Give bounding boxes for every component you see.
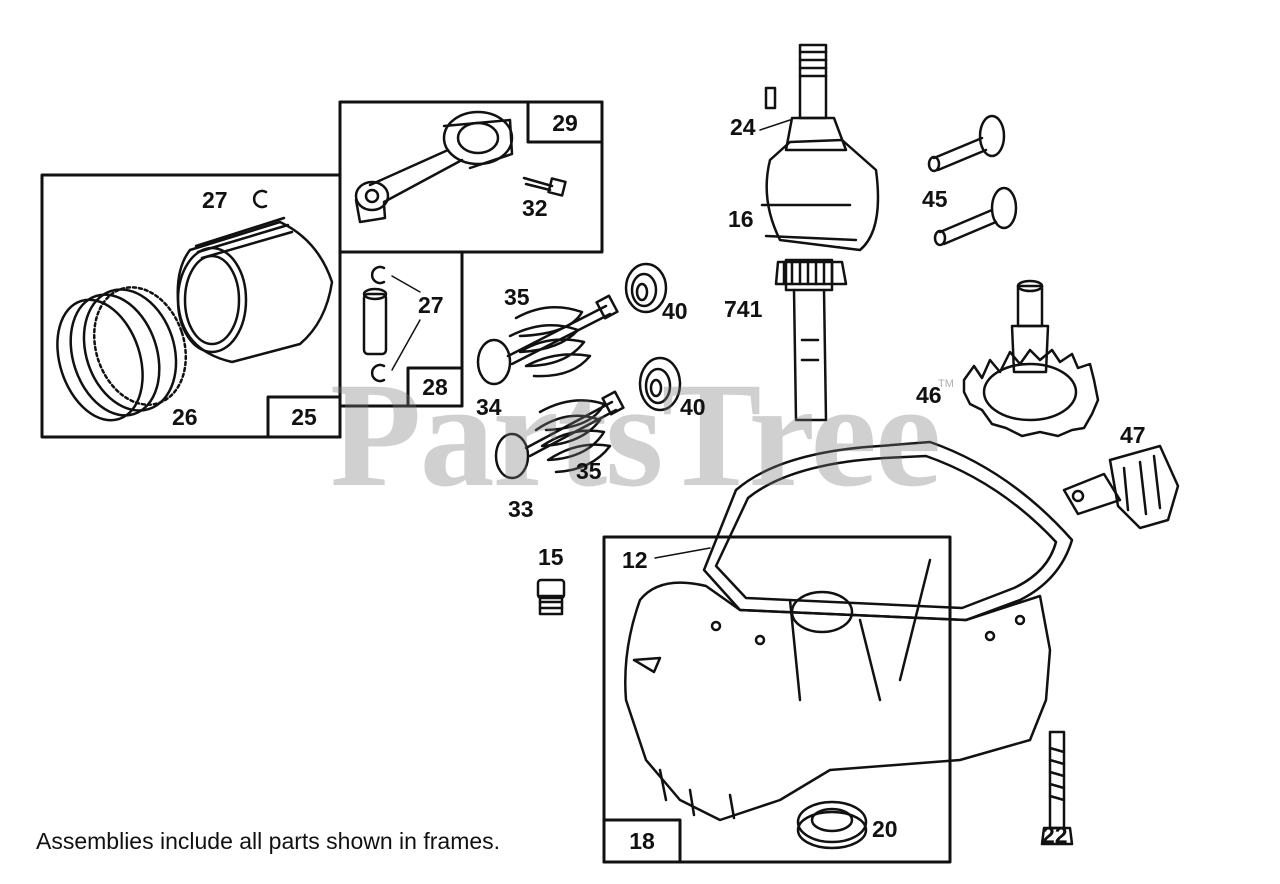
drain-plug-part[interactable]	[536, 578, 566, 616]
callout-32-rod-bolt[interactable]: 32	[522, 195, 548, 221]
callout-33-exhaust-valve[interactable]: 33	[508, 496, 534, 522]
leader-27b	[391, 275, 421, 371]
callout-40-retainer-top[interactable]: 40	[662, 298, 688, 324]
rod-bolt-part[interactable]	[522, 176, 567, 197]
intake-valve-part[interactable]	[476, 294, 619, 386]
callout-741-gear[interactable]: 741	[724, 296, 763, 322]
valve-retainer-top-part[interactable]	[624, 262, 668, 314]
frame-18-label[interactable]: 18	[629, 828, 655, 854]
exhaust-valve-part[interactable]	[494, 390, 625, 480]
frame-18-sump-assembly	[602, 535, 952, 864]
pin-clip-top-part[interactable]	[370, 265, 386, 285]
callout-22-bolt[interactable]: 22	[1042, 822, 1068, 848]
frame-28-label[interactable]: 28	[422, 374, 448, 400]
assemblies-footnote: Assemblies include all parts shown in fr…	[36, 828, 501, 854]
sump-housing-part[interactable]	[624, 558, 1052, 822]
callout-16-crankshaft[interactable]: 16	[728, 206, 754, 232]
watermark-tm: TM	[938, 378, 954, 390]
crank-gear-part[interactable]	[774, 260, 848, 286]
frame-28-piston-pin	[338, 250, 464, 408]
oil-seal-part[interactable]	[796, 800, 868, 850]
tappet-lower-part[interactable]	[933, 186, 1018, 247]
callout-24-key[interactable]: 24	[730, 114, 756, 140]
tappet-upper-part[interactable]	[927, 114, 1006, 173]
callout-35-spring-top[interactable]: 35	[504, 284, 530, 310]
callout-34-intake-valve[interactable]: 34	[476, 394, 502, 420]
exhaust-valve-spring-part[interactable]	[534, 399, 612, 474]
callout-35-spring-bottom[interactable]: 35	[576, 458, 602, 484]
watermark-text: PartsTree	[330, 352, 941, 518]
connecting-rod-part[interactable]	[354, 110, 514, 224]
callout-27-piston-clip[interactable]: 27	[202, 187, 228, 213]
callout-26-rings[interactable]: 26	[172, 404, 198, 430]
callout-15-drain-plug[interactable]: 15	[538, 544, 564, 570]
callout-40-retainer-bottom[interactable]: 40	[680, 394, 706, 420]
frame-29-connecting-rod	[338, 100, 604, 254]
callout-20-oil-seal[interactable]: 20	[872, 816, 898, 842]
callout-46-camshaft[interactable]: 46	[916, 382, 942, 408]
frame-25-label[interactable]: 25	[291, 404, 317, 430]
key-part[interactable]	[764, 86, 777, 110]
pin-clip-bottom-part[interactable]	[370, 363, 386, 383]
governor-part[interactable]	[1062, 444, 1180, 530]
frame-25-piston-assembly	[40, 173, 342, 439]
sump-gasket-part[interactable]	[702, 440, 1074, 622]
callout-12-gasket[interactable]: 12	[622, 547, 648, 573]
leader-lines	[654, 119, 791, 559]
frame-29-label[interactable]: 29	[552, 110, 578, 136]
callout-45-tappet[interactable]: 45	[922, 186, 948, 212]
camshaft-part[interactable]	[962, 279, 1100, 438]
valve-retainer-bottom-part[interactable]	[638, 356, 682, 412]
piston-part[interactable]	[176, 216, 334, 364]
callout-47-governor[interactable]: 47	[1120, 422, 1146, 448]
piston-pin-clip-part[interactable]	[252, 189, 268, 209]
crankshaft-part[interactable]	[760, 43, 880, 422]
piston-pin-part[interactable]	[362, 287, 388, 356]
callout-27-pin-clips[interactable]: 27	[418, 292, 444, 318]
sump-bolt-part[interactable]	[1040, 730, 1074, 846]
piston-rings-part[interactable]	[43, 275, 201, 431]
